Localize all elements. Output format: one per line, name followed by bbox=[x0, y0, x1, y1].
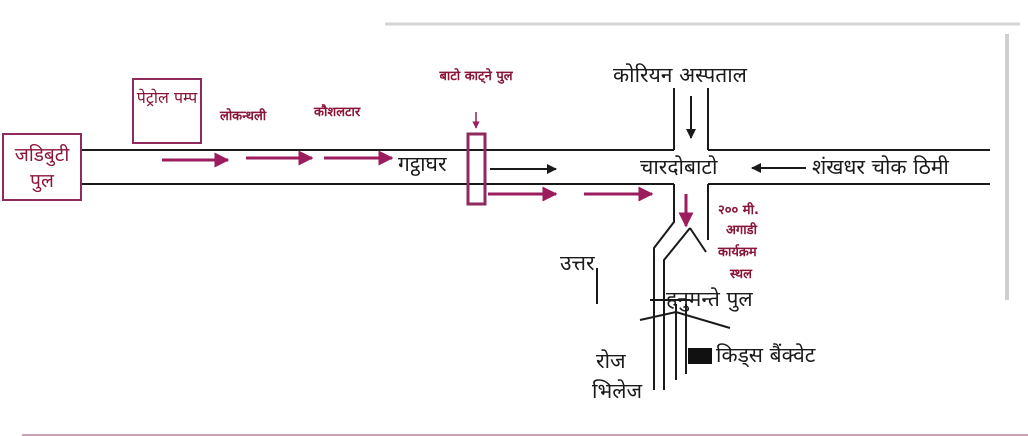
petrol-pump-label: पेट्रोल पम्प bbox=[136, 88, 198, 107]
gatthaghar-label: गट्ठाघर bbox=[398, 152, 447, 176]
rose-village-line1: रोज bbox=[596, 349, 626, 373]
koshaltar-label: कौशलटार bbox=[314, 105, 361, 120]
shankhadhar-chok-label: शंखधर चोक ठिमी bbox=[812, 155, 949, 179]
hanumante-pul-label: हनुमन्ते पुल bbox=[666, 287, 753, 311]
south-road-west-edge bbox=[653, 184, 675, 390]
korean-hospital-label: कोरियन अस्पताल bbox=[613, 63, 747, 87]
venue-note-line2: अगाडी bbox=[726, 223, 757, 238]
kids-banquet-label: किड्स बैंक्वेट bbox=[716, 343, 816, 367]
jadibuti-pul-box: जडिबुटी पुल bbox=[2, 133, 82, 201]
bato-katne-pul-label: बाटो काट्ने पुल bbox=[439, 69, 513, 84]
south-road-inner-left bbox=[663, 227, 691, 390]
venue-note-line4: स्थल bbox=[730, 267, 752, 282]
jadibuti-pul-label: जडिबुटी पुल bbox=[14, 144, 70, 192]
venue-note-line1: २०० मी. bbox=[718, 203, 759, 218]
north-label: उत्तर bbox=[560, 251, 595, 275]
south-road-inner-right bbox=[689, 227, 707, 253]
chardobato-label: चारदोबाटो bbox=[640, 155, 718, 179]
rose-village-line2: भिलेज bbox=[592, 379, 643, 403]
lokanthali-label: लोकन्थली bbox=[220, 109, 267, 124]
petrol-pump-box: पेट्रोल पम्प bbox=[132, 78, 202, 144]
venue-marker bbox=[688, 348, 712, 364]
venue-note-line3: कार्यक्रम bbox=[718, 245, 757, 260]
bato-katne-pul-box bbox=[466, 132, 487, 206]
side-road bbox=[639, 310, 731, 329]
